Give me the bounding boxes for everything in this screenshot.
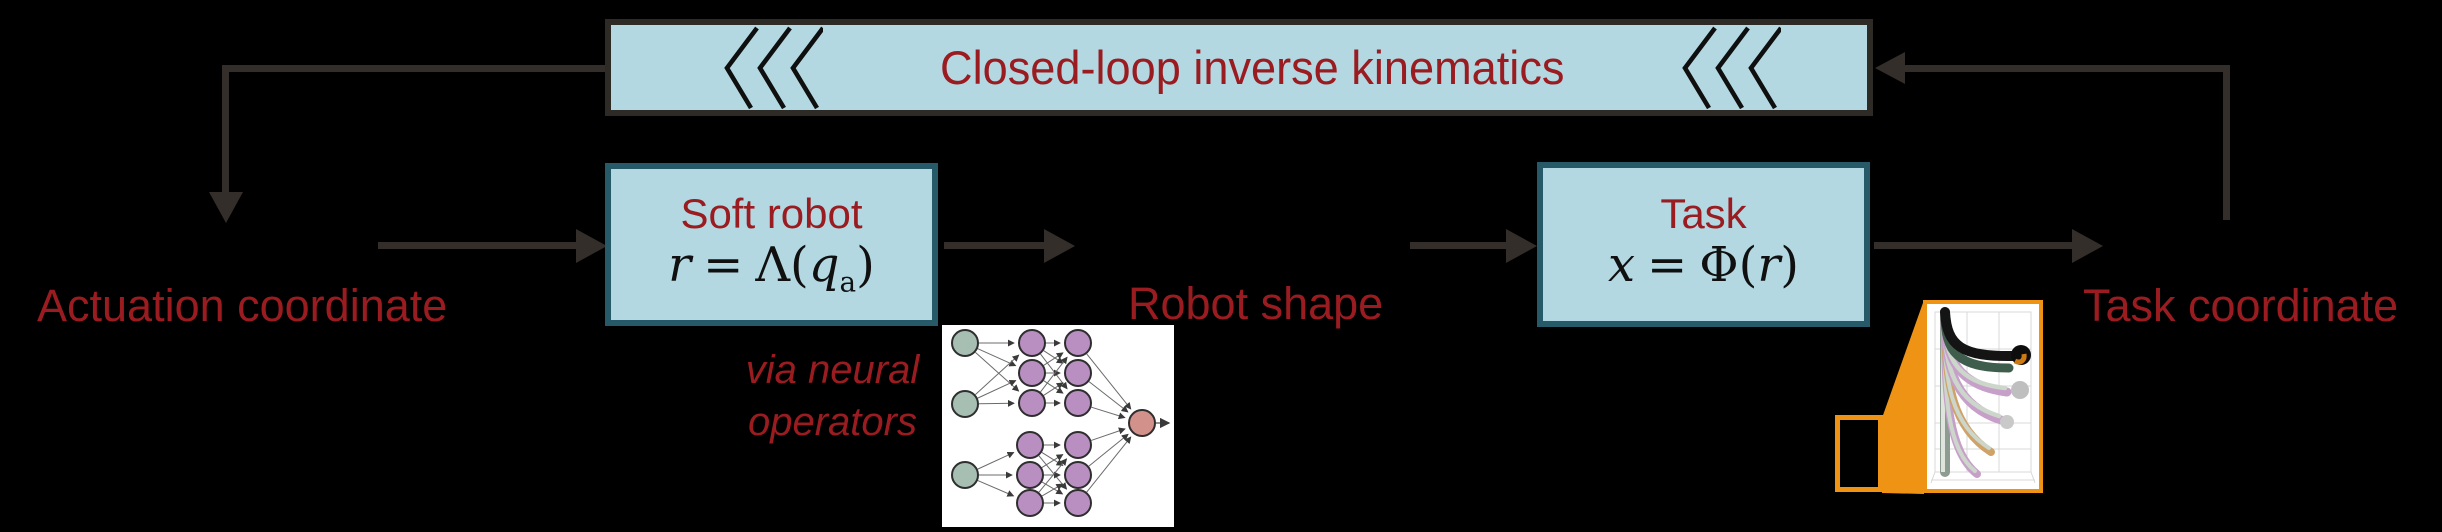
arrowhead-right-icon xyxy=(576,229,607,263)
neural-network-image xyxy=(942,325,1174,527)
arrowhead-right-icon xyxy=(1044,229,1075,263)
feedback-arrowhead-left-icon xyxy=(1875,52,1905,84)
arrow-task-to-task-coordinate xyxy=(1874,242,2074,249)
triple-left-chevron-icon xyxy=(1682,26,1781,109)
zoom-wedge-icon xyxy=(1882,300,1924,494)
soft-robot-formula: r=Λ(qa) xyxy=(668,237,875,299)
actuation-coordinate-label: Actuation coordinate xyxy=(37,280,448,331)
feedback-line-right-vertical xyxy=(2223,65,2230,220)
feedback-line-left-horizontal xyxy=(225,65,605,72)
via-neural-operators-label: via neural operators xyxy=(745,348,920,444)
task-formula: x=Φ(r) xyxy=(1607,237,1800,294)
arrow-robot-shape-to-task xyxy=(1410,242,1510,249)
robot-shape-label: Robot shape xyxy=(1128,278,1384,329)
task-box-title: Task xyxy=(1660,190,1747,238)
arrowhead-right-icon xyxy=(1506,229,1537,263)
task-box: Task x=Φ(r) xyxy=(1537,162,1870,327)
arrow-actuation-to-soft-robot xyxy=(378,242,580,249)
task-coordinate-label: Task coordinate xyxy=(2083,280,2399,331)
closed-loop-title: Closed-loop inverse kinematics xyxy=(939,41,1565,94)
arrowhead-right-icon xyxy=(2072,229,2103,263)
soft-robot-box-title: Soft robot xyxy=(680,190,863,238)
robot-shapes-plot xyxy=(1923,300,2043,493)
feedback-line-left-vertical xyxy=(222,65,229,193)
feedback-arrowhead-down-icon xyxy=(209,192,243,223)
arrow-soft-robot-to-robot-shape xyxy=(944,242,1046,249)
neural-network-graph xyxy=(951,329,1171,517)
triple-left-chevron-icon xyxy=(724,26,823,109)
closed-loop-bar: Closed-loop inverse kinematics xyxy=(605,19,1873,116)
robot-bending-poses-image xyxy=(1930,307,2036,484)
zoom-source-rect xyxy=(1835,415,1883,492)
feedback-line-right-horizontal xyxy=(1902,65,2230,72)
soft-robot-box: Soft robot r=Λ(qa) xyxy=(605,163,938,326)
